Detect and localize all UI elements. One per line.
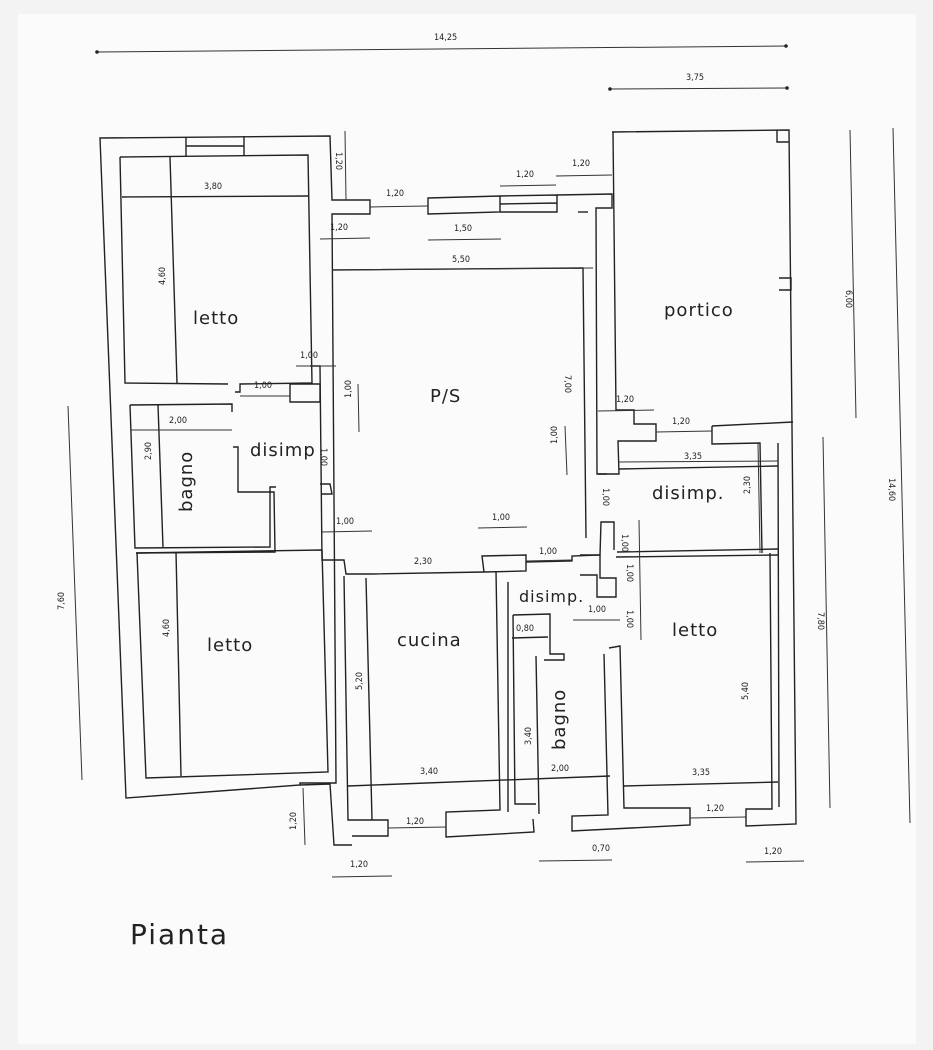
dim-label: 2,00	[551, 764, 569, 774]
dim-label: 1,00	[254, 381, 272, 391]
dim-label: 1,20	[289, 812, 299, 830]
dim-label: 0,80	[516, 624, 534, 634]
interior-dimension-lines	[131, 130, 805, 878]
dim-label: 3,40	[420, 767, 438, 777]
dim-label: 1,20	[672, 417, 690, 427]
dim-label: 1,20	[616, 395, 634, 405]
dim-label: 7,00	[562, 375, 572, 393]
dim-label: 1,00	[539, 547, 557, 557]
dim-west-wing-height: 7,60	[57, 592, 67, 610]
dim-label: 5,40	[741, 682, 751, 700]
dim-label: 4,60	[162, 619, 172, 637]
room-bagno-w: bagno	[176, 451, 197, 512]
dim-label: 1,20	[764, 847, 782, 857]
dim-label: 5,20	[355, 672, 365, 690]
room-disimp-e: disimp.	[652, 483, 725, 504]
dim-label: 1,00	[624, 610, 634, 628]
dim-label: 0,70	[592, 844, 610, 854]
dim-label: 3,40	[524, 727, 534, 745]
room-disimp-w: disimp	[250, 440, 316, 461]
overall-dimensions: 14,25 3,75 6,00 14,60 7,80 7,60	[57, 33, 911, 824]
dim-label: 5,50	[452, 255, 470, 265]
dim-label: 1,00	[344, 380, 354, 398]
dim-label: 1,20	[330, 223, 348, 233]
dimension-labels: 3,80 4,60 1,20 1,20 1,20 1,20 1,20 1,50 …	[144, 152, 782, 870]
room-ps: P/S	[430, 386, 461, 407]
dim-label: 2,00	[169, 416, 187, 426]
room-letto-se: letto	[672, 620, 718, 641]
dim-label: 1,00	[588, 605, 606, 615]
room-letto-nw: letto	[193, 308, 239, 329]
dim-label: 1,20	[333, 152, 343, 170]
dim-label: 1,00	[624, 564, 634, 582]
dim-label: 3,35	[684, 452, 702, 462]
dim-label: 1,00	[600, 488, 610, 506]
dim-portico-width: 3,75	[686, 73, 704, 83]
dim-label: 2,30	[414, 557, 432, 567]
dim-label: 1,20	[516, 170, 534, 180]
dim-label: 1,00	[492, 513, 510, 523]
room-portico: portico	[664, 300, 734, 321]
dim-label: 1,00	[619, 534, 629, 552]
dim-label: 1,20	[706, 804, 724, 814]
dim-label: 1,00	[336, 517, 354, 527]
drawing-title: Pianta	[130, 918, 229, 951]
dim-label: 3,80	[204, 182, 222, 192]
dim-label: 2,90	[144, 442, 154, 460]
drawing-sheet	[18, 14, 916, 1044]
room-cucina: cucina	[397, 630, 462, 651]
room-labels: letto P/S portico bagno disimp disimp. l…	[176, 300, 734, 750]
dim-label: 1,20	[386, 189, 404, 199]
dim-label: 1,00	[550, 426, 560, 444]
dim-label: 1,50	[454, 224, 472, 234]
dim-overall-width: 14,25	[434, 33, 457, 43]
dim-label: 3,35	[692, 768, 710, 778]
dim-label: 1,20	[572, 159, 590, 169]
dim-portico-height: 6,00	[843, 290, 853, 308]
room-bagno-s: bagno	[549, 689, 570, 750]
dim-overall-height: 14,60	[886, 478, 896, 501]
dim-label: 1,00	[318, 448, 328, 466]
dim-label: 1,00	[300, 351, 318, 361]
dim-label: 1,20	[406, 817, 424, 827]
dim-label: 4,60	[158, 267, 168, 285]
room-letto-sw: letto	[207, 635, 253, 656]
dim-label: 2,30	[743, 476, 753, 494]
room-disimp-s: disimp.	[519, 587, 584, 606]
dim-east-wing-height: 7,80	[815, 612, 825, 630]
walls	[99, 129, 797, 846]
dim-label: 1,20	[350, 860, 368, 870]
